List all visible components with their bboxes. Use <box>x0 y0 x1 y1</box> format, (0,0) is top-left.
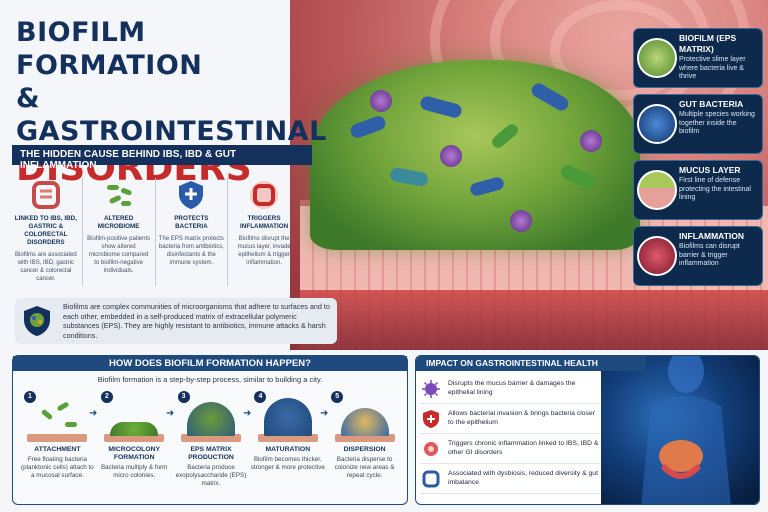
mucus-layer-icon <box>637 170 677 210</box>
step-heading: MICROCOLONY FORMATION <box>108 446 161 461</box>
callout-desc: Protective slime layer where bacteria li… <box>679 56 746 80</box>
impact-list: Disrupts the mucus barrier & damages the… <box>420 374 600 494</box>
impact-text: Associated with dysbiosis, reduced diver… <box>448 470 598 486</box>
step-heading: MATURATION <box>265 446 311 453</box>
shield-alert-icon <box>420 408 442 430</box>
callout-heading: INFLAMMATION <box>679 231 744 241</box>
impact-panel: IMPACT ON GASTROINTESTINAL HEALTH Disrup… <box>415 355 760 505</box>
step-eps: 3 EPS MATRIX PRODUCTION Bacteria produce… <box>173 391 250 488</box>
impact-item: Triggers chronic inflammation linked to … <box>420 434 600 464</box>
inflammation-icon <box>637 236 677 276</box>
title-line-2: & GASTROINTESTINAL <box>16 83 327 147</box>
step-desc: Bacteria multiply & form micro colonies. <box>100 464 168 479</box>
subtitle-banner: THE HIDDEN CAUSE BEHIND IBS, IBD & GUT I… <box>12 145 312 171</box>
callout-list: BIOFILM (EPS MATRIX) Protective slime la… <box>633 28 763 292</box>
impact-text: Allows bacterial invasion & brings bacte… <box>448 410 595 426</box>
eps-illustration <box>180 394 241 442</box>
feature-desc: Biofilm-positive patients show altered m… <box>87 236 151 274</box>
feature-heading: PROTECTS BACTERIA <box>174 215 209 230</box>
maturation-illustration <box>257 394 318 442</box>
callout-desc: First line of defense protecting the int… <box>679 177 751 201</box>
shield-icon <box>174 178 208 212</box>
callout-heading: GUT BACTERIA <box>679 99 744 109</box>
step-desc: Bacteria disperse to colonize new areas … <box>334 456 395 479</box>
impact-text: Disrupts the mucus barrier & damages the… <box>448 380 576 396</box>
callout-mucus: MUCUS LAYER First line of defense protec… <box>633 160 763 220</box>
callout-desc: Multiple species working together inside… <box>679 111 755 135</box>
callout-biofilm: BIOFILM (EPS MATRIX) Protective slime la… <box>633 28 763 88</box>
steps-intro: Biofilm formation is a step-by-step proc… <box>97 375 323 384</box>
bacteria-closeup-icon <box>637 104 677 144</box>
callout-desc: Biofilms can disrupt barrier & trigger i… <box>679 243 740 267</box>
inflammation-icon <box>420 438 442 460</box>
virus-icon <box>420 378 442 400</box>
step-maturation: 4 MATURATION Biofilm becomes thicker, st… <box>249 391 326 488</box>
arrow-right-icon: ➜ <box>166 408 175 419</box>
impact-item: Allows bacterial invasion & brings bacte… <box>420 404 600 434</box>
attachment-illustration <box>27 394 88 442</box>
microcolony-illustration <box>104 394 165 442</box>
impact-item: Associated with dysbiosis, reduced diver… <box>420 464 600 494</box>
step-number: 5 <box>331 391 344 403</box>
page-title: BIOFILM FORMATION & GASTROINTESTINAL DIS… <box>16 16 327 190</box>
step-number: 4 <box>254 391 267 403</box>
inflamed-colon-icon <box>247 178 281 212</box>
dispersion-illustration <box>334 394 395 442</box>
shield-bacteria-icon <box>19 303 55 339</box>
step-number: 2 <box>100 391 113 403</box>
feature-heading: ALTERED MICROBIOME <box>97 215 140 230</box>
feature-desc: The EPS matrix protects bacteria from an… <box>158 236 224 266</box>
intestine-icon <box>29 178 63 212</box>
step-attachment: 1 ATTACHMENT Free floating bacteria (pla… <box>19 391 96 488</box>
feature-linked: LINKED TO IBS, IBD, GASTRIC & COLORECTAL… <box>10 178 83 286</box>
feature-heading: LINKED TO IBS, IBD, GASTRIC & COLORECTAL… <box>14 215 77 246</box>
feature-row: LINKED TO IBS, IBD, GASTRIC & COLORECTAL… <box>10 178 300 286</box>
callout-inflammation: INFLAMMATION Biofilms can disrupt barrie… <box>633 226 763 286</box>
callout-bacteria: GUT BACTERIA Multiple species working to… <box>633 94 763 154</box>
arrow-right-icon: ➜ <box>243 408 252 419</box>
blood-vessels-illustration <box>300 290 768 350</box>
feature-inflammation: TRIGGERS INFLAMMATION Biofilms disrupt t… <box>228 178 300 286</box>
callout-heading: BIOFILM (EPS MATRIX) <box>679 33 737 54</box>
arrow-right-icon: ➜ <box>89 408 98 419</box>
definition-text: Biofilms are complex communities of micr… <box>63 302 330 340</box>
feature-desc: Biofilms disrupt the mucus layer, invade… <box>237 236 291 266</box>
step-number: 3 <box>177 391 190 403</box>
step-heading: ATTACHMENT <box>34 446 81 453</box>
impact-text: Triggers chronic inflammation linked to … <box>448 440 599 456</box>
eps-matrix-icon <box>637 38 677 78</box>
impact-item: Disrupts the mucus barrier & damages the… <box>420 374 600 404</box>
colon-icon <box>420 468 442 490</box>
step-heading: DISPERSION <box>343 446 386 453</box>
human-body-illustration <box>601 356 759 504</box>
steps-heading: HOW DOES BIOFILM FORMATION HAPPEN? <box>13 356 407 371</box>
step-desc: Bacteria produce exopolysaccharide (EPS)… <box>175 464 247 487</box>
bacteria-icon <box>102 178 136 212</box>
step-microcolony: 2 MICROCOLONY FORMATION Bacteria multipl… <box>96 391 173 488</box>
callout-heading: MUCUS LAYER <box>679 165 741 175</box>
biofilm-definition-box: Biofilms are complex communities of micr… <box>15 298 337 344</box>
step-dispersion: 5 DISPERSION Bacteria disperse to coloni… <box>326 391 403 488</box>
arrow-right-icon: ➜ <box>320 408 329 419</box>
title-line-1: BIOFILM FORMATION <box>16 17 203 81</box>
step-number: 1 <box>24 391 36 403</box>
feature-protects: PROTECTS BACTERIA The EPS matrix protect… <box>156 178 229 286</box>
feature-microbiome: ALTERED MICROBIOME Biofilm-positive pati… <box>83 178 156 286</box>
step-heading: EPS MATRIX PRODUCTION <box>188 446 234 461</box>
feature-desc: Biofilms are associated with IBS, IBD, g… <box>15 252 77 282</box>
step-desc: Biofilm becomes thicker, stronger & more… <box>250 456 325 471</box>
biofilm-illustration <box>310 60 640 250</box>
step-desc: Free floating bacteria (planktonic cells… <box>20 456 94 479</box>
formation-steps-panel: HOW DOES BIOFILM FORMATION HAPPEN? Biofi… <box>12 355 408 505</box>
impact-heading: IMPACT ON GASTROINTESTINAL HEALTH <box>416 356 646 371</box>
feature-heading: TRIGGERS INFLAMMATION <box>240 215 289 230</box>
steps-row: 1 ATTACHMENT Free floating bacteria (pla… <box>19 391 403 488</box>
